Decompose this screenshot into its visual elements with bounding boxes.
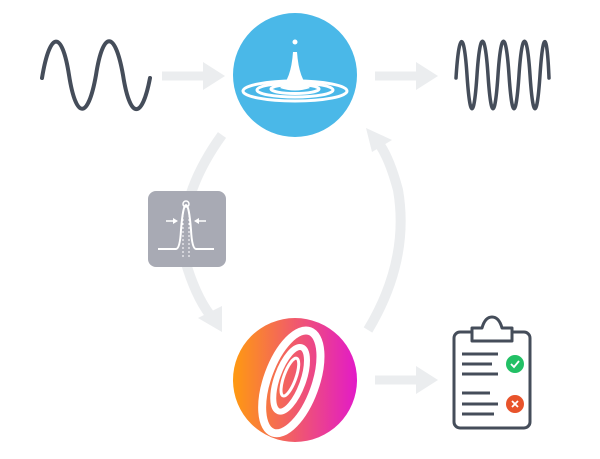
sine-wave-low-frequency-icon <box>40 39 152 111</box>
clipboard-checklist-icon <box>452 315 532 430</box>
cross-icon <box>506 395 524 413</box>
arrow-rings-to-droplet-curved <box>363 128 406 333</box>
filter-peak-icon <box>148 191 226 267</box>
check-icon <box>506 355 524 373</box>
concentric-rings-icon <box>233 318 357 442</box>
arrow-rings-to-report <box>375 366 438 394</box>
arrow-droplet-to-output <box>375 62 438 90</box>
water-droplet-ripple-icon <box>233 13 357 137</box>
sine-wave-high-frequency-icon <box>454 39 551 111</box>
arrow-input-to-droplet <box>162 62 225 90</box>
